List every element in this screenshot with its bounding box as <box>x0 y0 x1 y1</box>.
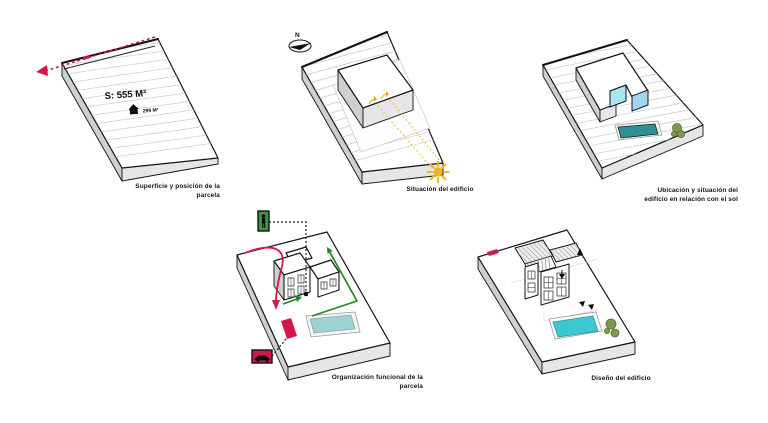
small-arrow-icon <box>577 248 583 255</box>
designed-building <box>514 239 594 310</box>
caption-functional-organization: Organización funcional de la parcela <box>331 374 423 390</box>
footprint-label: 299 M² <box>143 107 159 114</box>
driveway-marker <box>281 318 297 339</box>
shrubs-icon <box>603 318 620 338</box>
caption-sun-relation: Ubicación y situación del edificio en re… <box>644 187 738 203</box>
access-route-dotted <box>269 221 309 357</box>
parcel-surface-illustration: S: 555 M² 299 M² <box>36 36 219 182</box>
caption-building-design: Diseño del edificio <box>591 375 651 382</box>
building-design-illustration <box>477 229 636 375</box>
pedestrian-access-icon <box>257 210 270 232</box>
svg-text:N: N <box>295 32 300 39</box>
small-arrow-icon <box>579 301 585 307</box>
boundary-arrow <box>36 36 156 76</box>
tree-icon <box>670 123 685 139</box>
building-mass <box>337 54 414 129</box>
caption-building-situation: Situación del edificio <box>406 186 474 193</box>
parcel-terrain <box>60 37 219 182</box>
small-arrow-icon <box>559 274 565 279</box>
area-labels: S: 555 M² 299 M² <box>104 88 159 115</box>
functional-organization-illustration <box>236 210 391 381</box>
diagram-parcel-surface: S: 555 M² 299 M² Superficie y posición d… <box>35 20 235 199</box>
vehicle-route-arrow <box>244 246 297 339</box>
pedestrian-route-arrow <box>282 247 358 317</box>
building-sun-volume <box>575 52 649 123</box>
pool <box>305 311 361 338</box>
building-situation-illustration: N <box>288 30 450 185</box>
diagram-functional-organization: Organización funcional de la parcela <box>228 198 428 398</box>
north-compass-icon: N <box>288 32 312 53</box>
pool <box>614 120 663 141</box>
small-arrow-icon <box>588 304 594 310</box>
entrance-dot <box>303 291 309 297</box>
sunlight-rays <box>377 99 441 168</box>
diagram-sun-relation: Ubicación y situación del edificio en re… <box>528 25 738 205</box>
site-red-marker <box>487 249 499 256</box>
pool <box>548 311 603 340</box>
diagram-building-situation: N <box>278 20 483 195</box>
caption-parcel-surface: Superficie y posición de la parcela <box>135 183 220 199</box>
house-icon <box>128 104 139 115</box>
diagram-building-design: Diseño del edificio <box>448 223 663 393</box>
surface-label: S: 555 M² <box>104 88 146 102</box>
vehicle-access-icon <box>251 349 273 364</box>
sun-icon <box>426 160 450 184</box>
sun-relation-illustration <box>541 38 704 180</box>
